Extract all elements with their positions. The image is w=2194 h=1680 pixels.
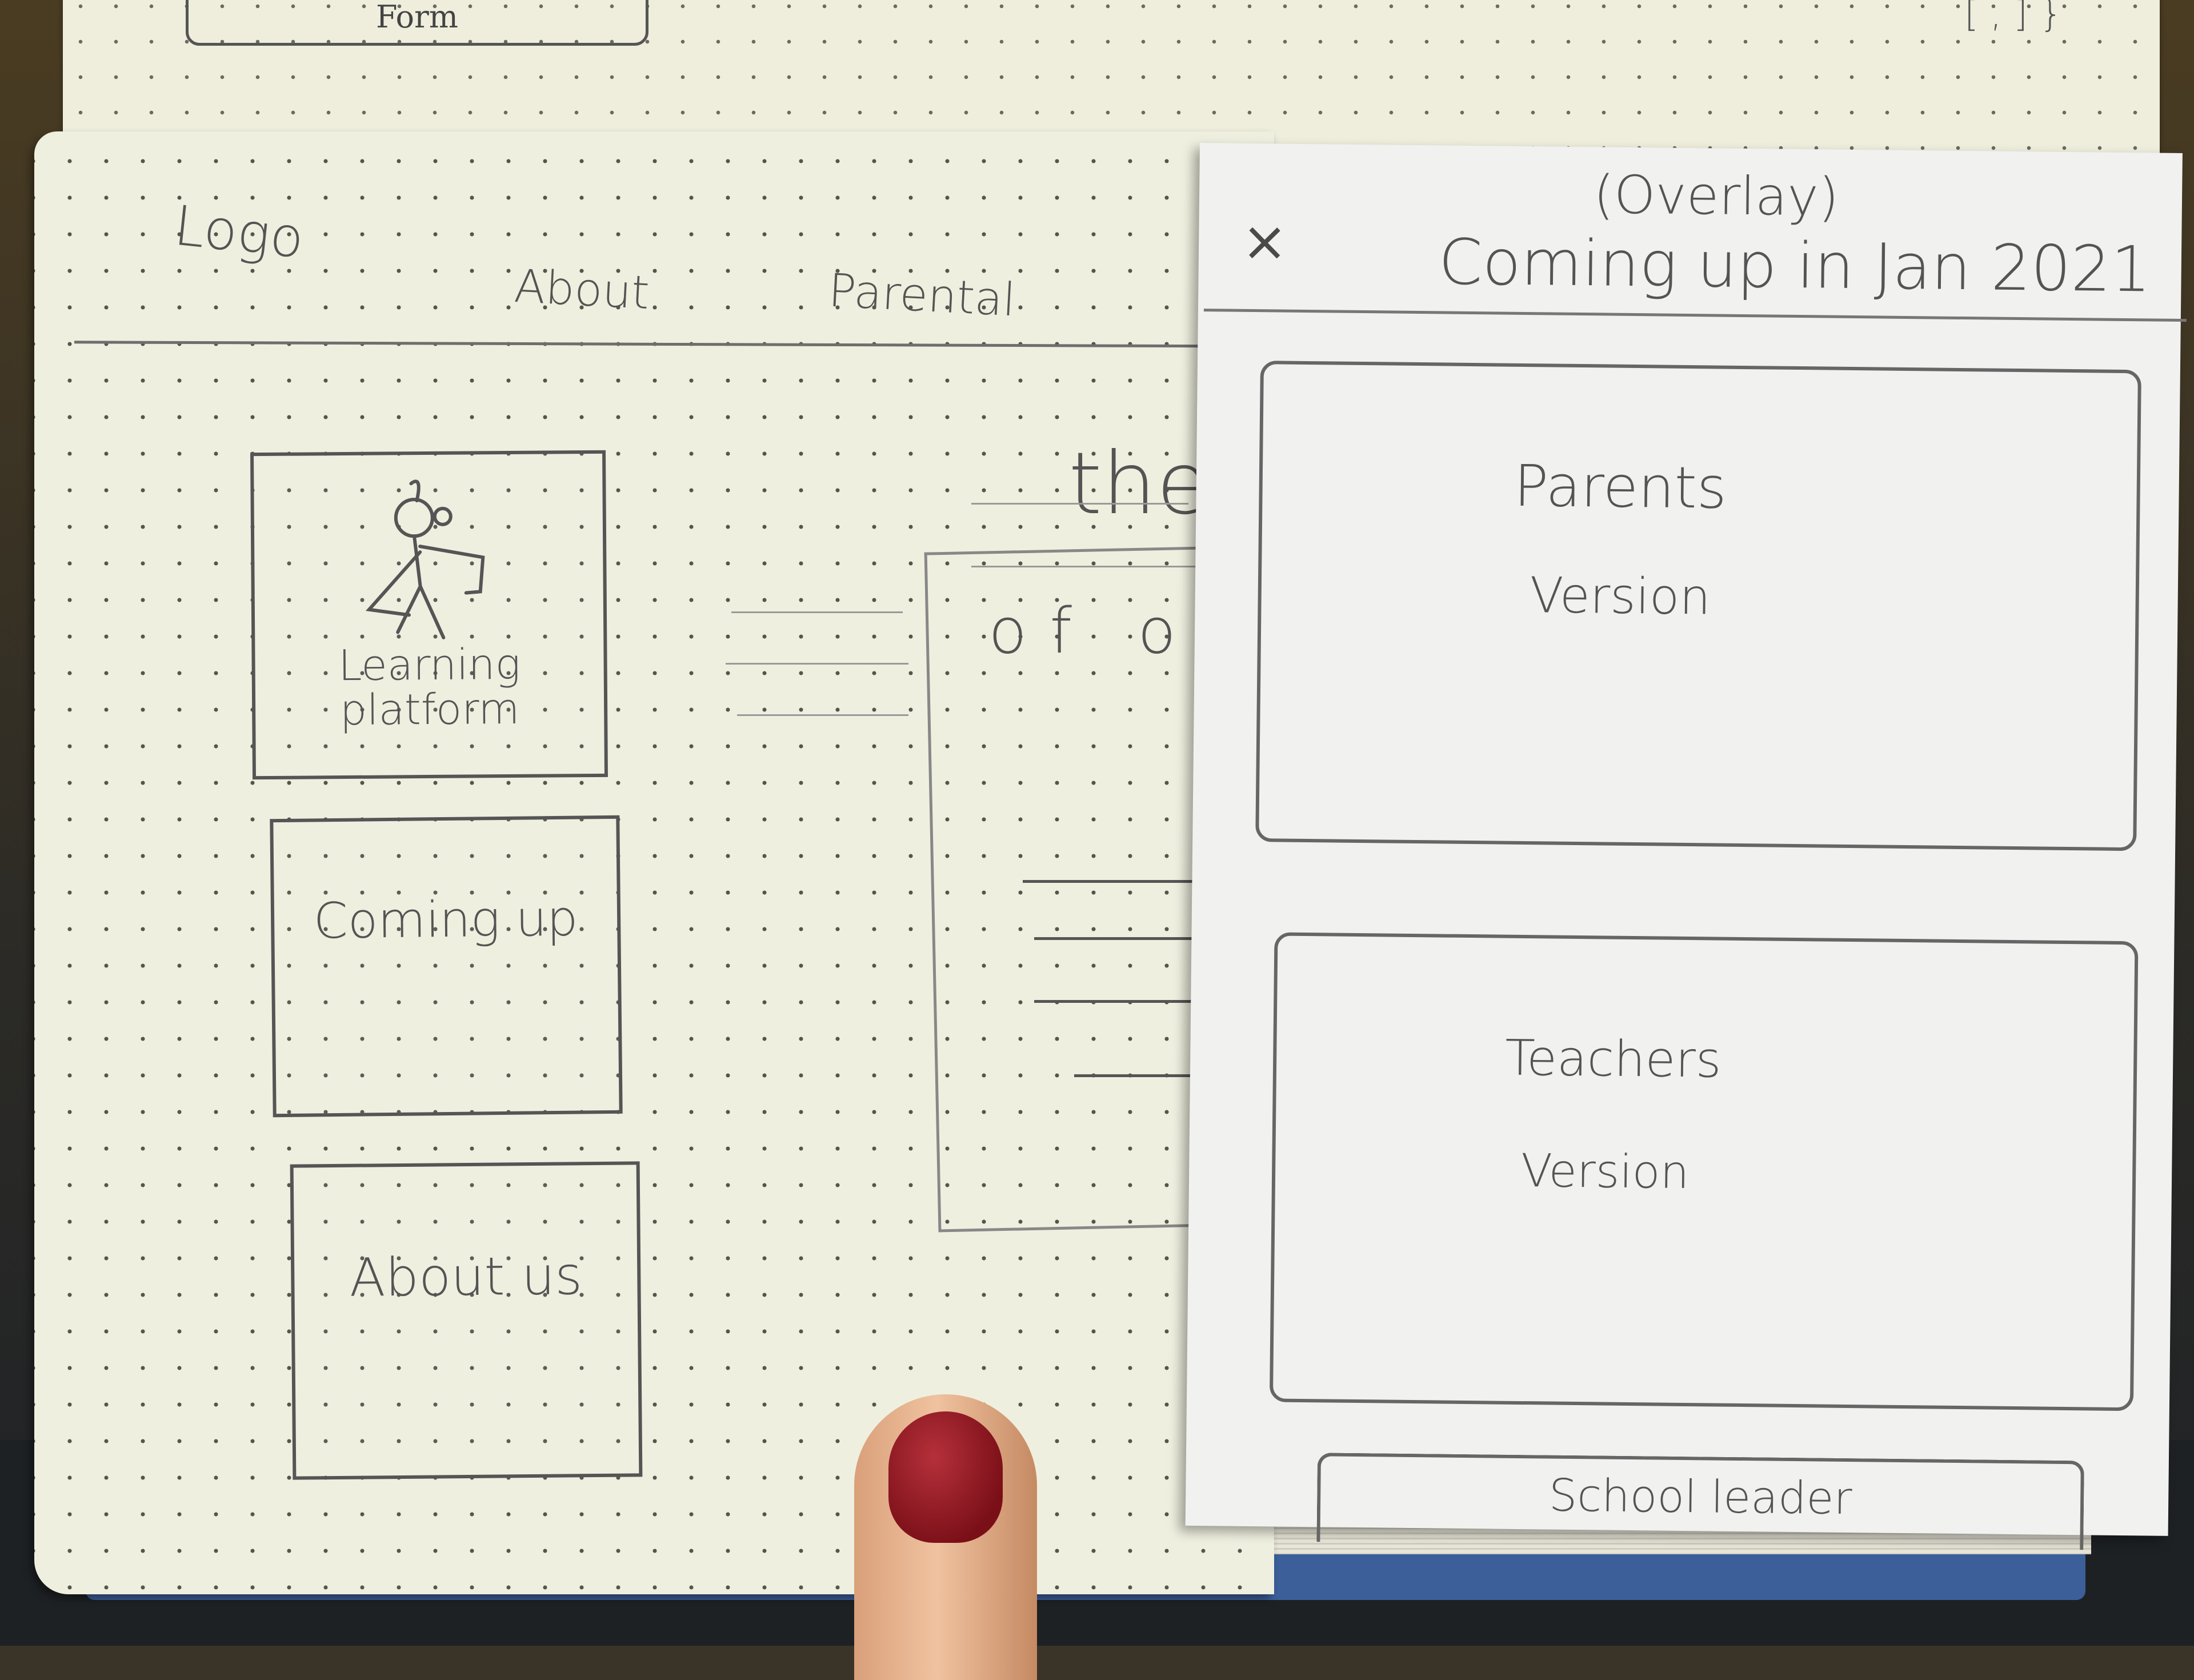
close-icon[interactable]: ×	[1241, 209, 1288, 274]
overlay-title: Coming up in Jan 2021	[1438, 225, 2152, 306]
coming-up-label: Coming up	[313, 890, 579, 950]
school-leader-label: School leader	[1548, 1470, 1853, 1525]
overlay-annotation: (Overlay)	[1593, 164, 1840, 228]
fingernail	[888, 1411, 1003, 1543]
nav-link-parental[interactable]: Parental	[827, 263, 1017, 327]
learning-platform-card[interactable]: Learning platform	[250, 450, 608, 780]
teachers-version-card[interactable]: Teachers Version	[1269, 932, 2139, 1411]
parents-title: Parents	[1514, 452, 1727, 522]
previous-form-label: Form	[375, 0, 459, 35]
teachers-subtitle: Version	[1520, 1143, 1689, 1199]
school-leader-card[interactable]: School leader	[1316, 1453, 2084, 1550]
placeholder-text-line	[971, 566, 1200, 567]
nav-link-about[interactable]: About	[513, 259, 651, 320]
logo[interactable]: Logo	[171, 193, 307, 271]
placeholder-text-line	[731, 611, 903, 613]
coming-up-overlay: (Overlay) × Coming up in Jan 2021 Parent…	[1185, 143, 2187, 1550]
hero-headline: the	[1068, 434, 1210, 534]
parents-version-card[interactable]: Parents Version	[1255, 361, 2141, 851]
placeholder-text-line	[1023, 880, 1206, 883]
about-us-label: About us	[349, 1245, 583, 1309]
coming-up-card[interactable]: Coming up	[270, 815, 623, 1118]
placeholder-text-line	[726, 663, 908, 665]
parents-subtitle: Version	[1530, 567, 1711, 626]
placeholder-text-line	[1074, 1074, 1211, 1077]
stick-figure-icon	[365, 479, 485, 639]
placeholder-text-line	[1034, 1000, 1206, 1003]
homepage-wireframe	[34, 131, 1274, 1594]
learning-platform-label: Learning platform	[338, 639, 521, 735]
about-us-card[interactable]: About us	[290, 1161, 643, 1480]
previous-form-box: Form	[186, 0, 648, 46]
placeholder-text-line	[1034, 937, 1206, 940]
overlay-divider	[1203, 309, 2187, 322]
previous-corner-marks: [ , ] }	[1964, 0, 2063, 35]
pointing-finger	[854, 1394, 1037, 1680]
teachers-title: Teachers	[1504, 1029, 1722, 1089]
placeholder-text-line	[737, 714, 908, 716]
placeholder-text-line	[971, 503, 1188, 505]
